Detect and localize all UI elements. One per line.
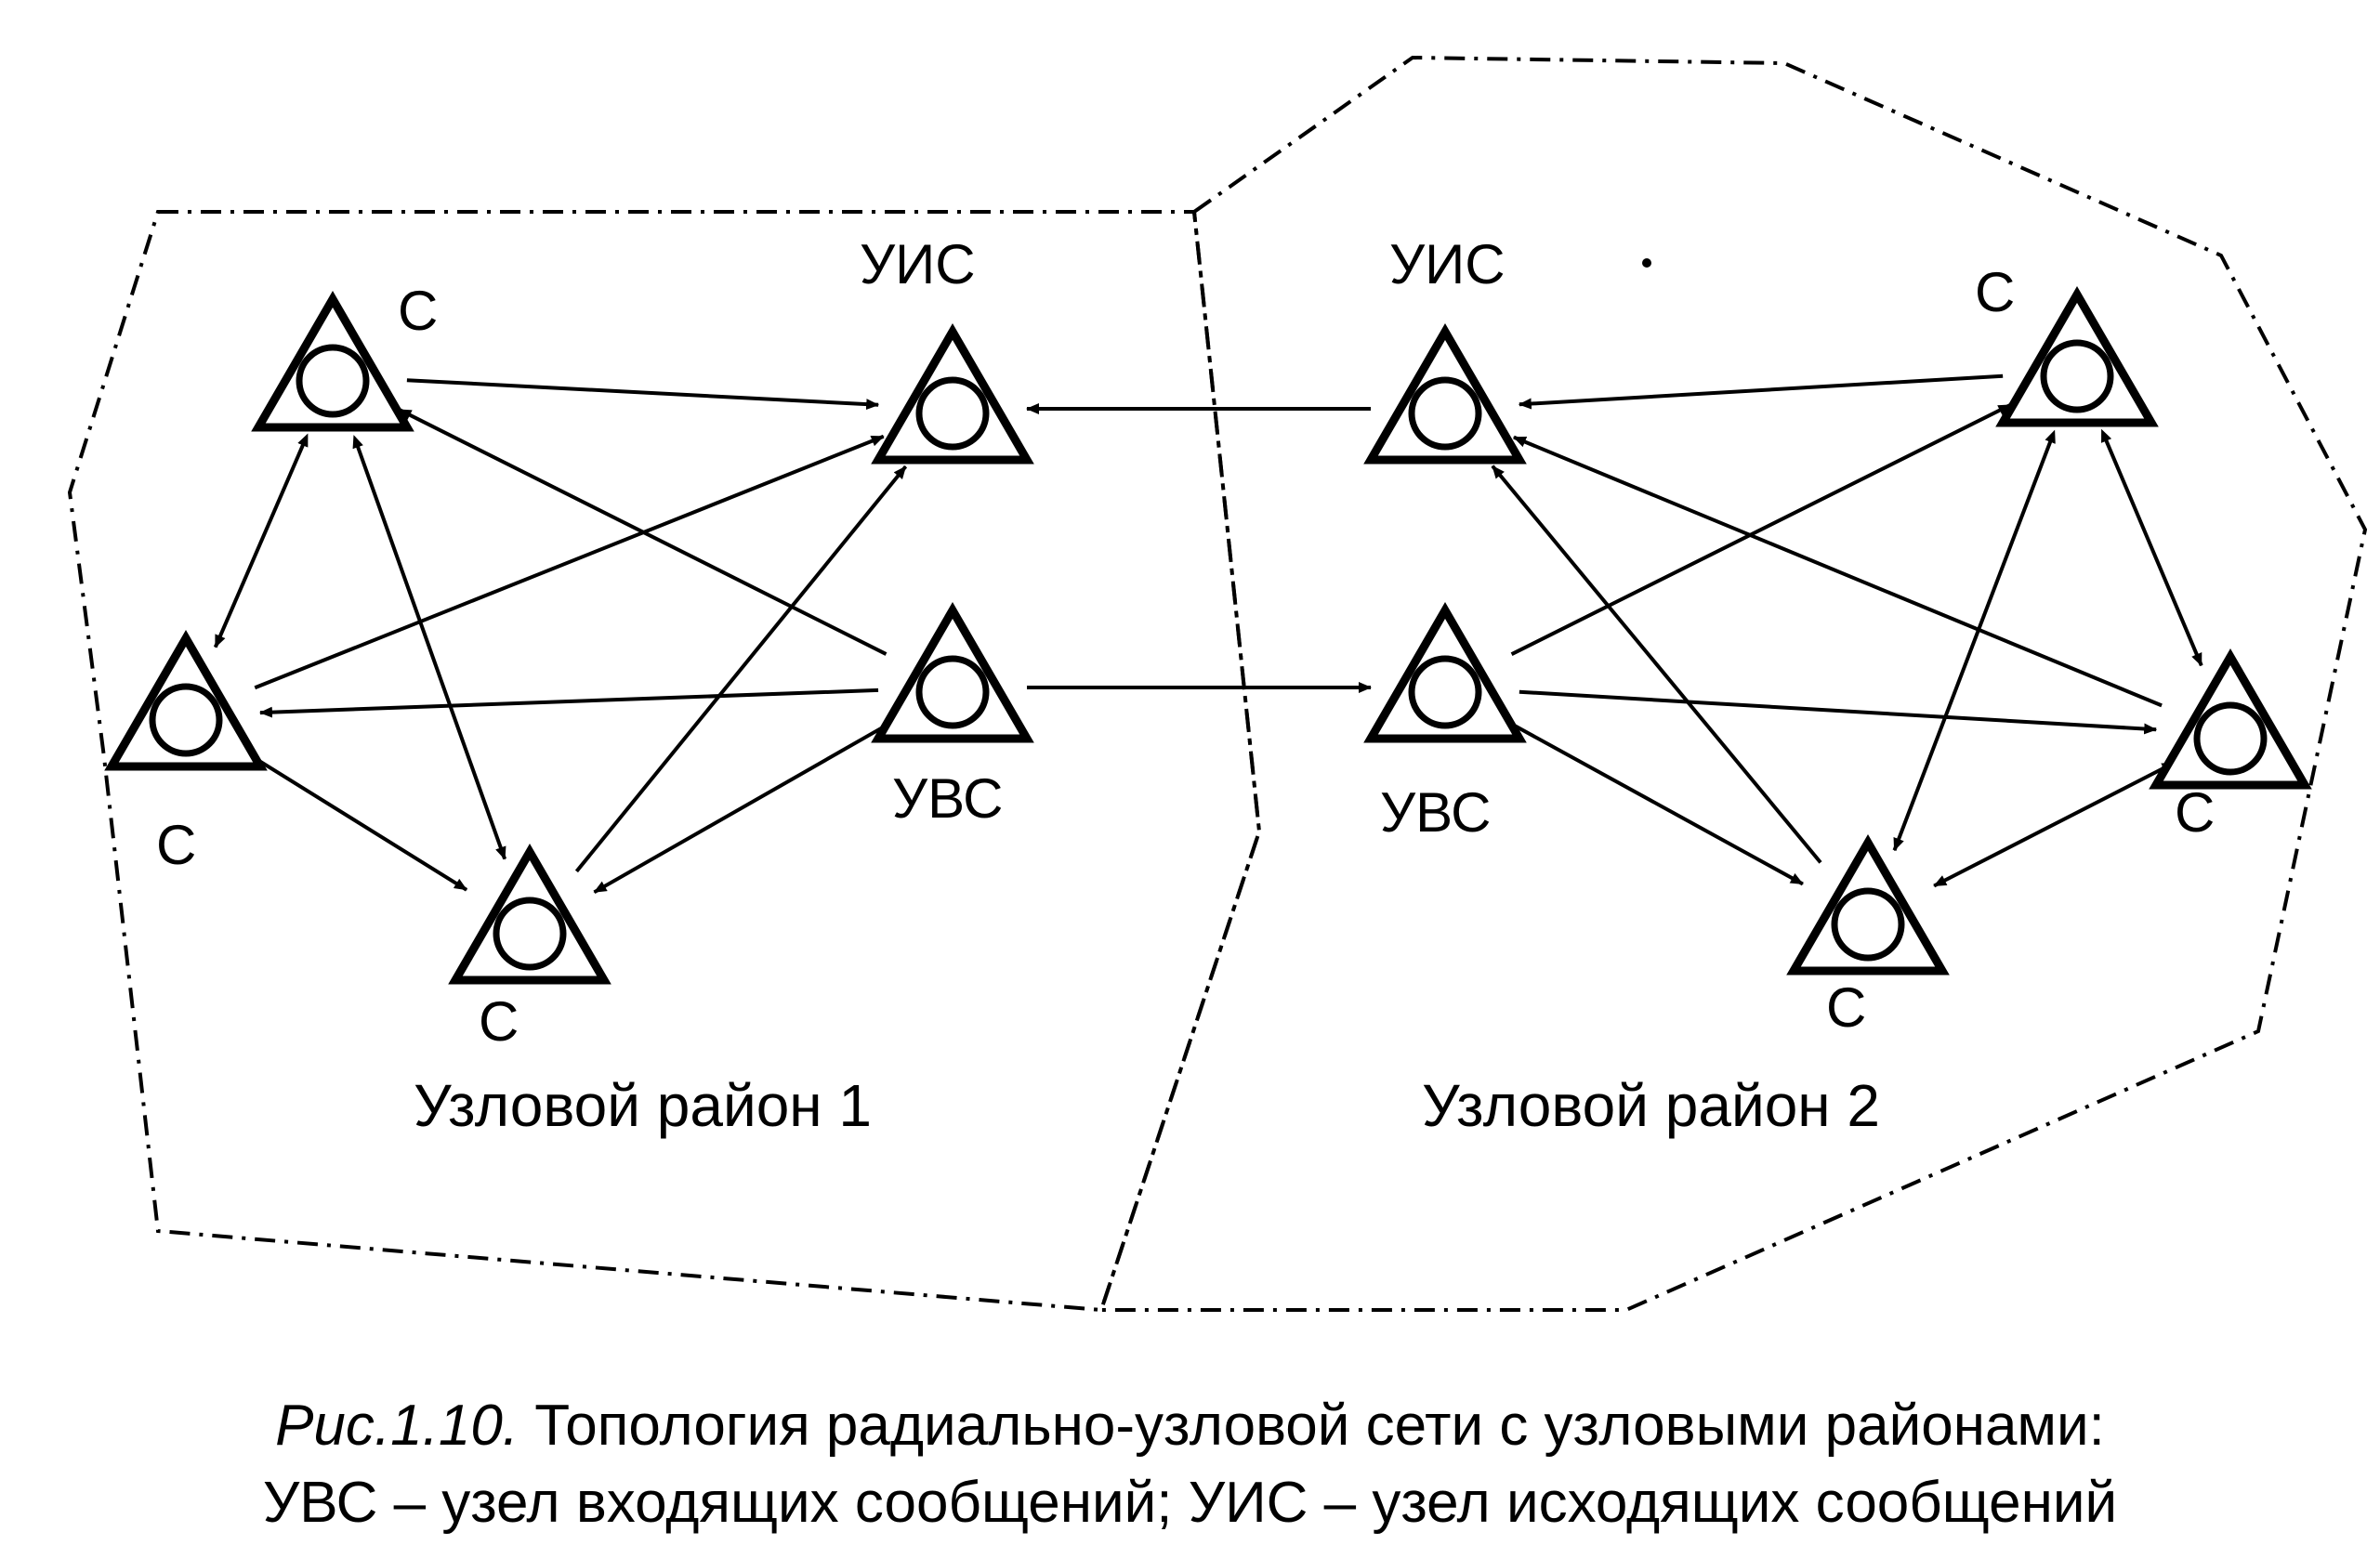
node-circle-icon bbox=[296, 344, 370, 418]
arrow-r2_c_right-to-r2_c_bottom bbox=[1933, 762, 2176, 888]
arrow-r2_c_bottom-to-r2_uis bbox=[1491, 465, 1822, 864]
node-r2-uvs bbox=[1363, 602, 1527, 743]
r1-c-left-label: С bbox=[156, 814, 196, 876]
arrow-r2_uvs-to-r2_c_bottom bbox=[1509, 721, 1804, 886]
arrow-r1_c_top-to-r1_c_bottom bbox=[352, 435, 507, 860]
node-circle-icon bbox=[493, 897, 567, 971]
arrow-r1_uvs-to-r1_c_bottom bbox=[593, 722, 889, 895]
network-topology-diagram: С УИС С УВС С УИС С УВС С С Узловой райо… bbox=[67, 55, 2368, 1313]
node-r2-c-right bbox=[2149, 648, 2312, 790]
r2-uis-label: УИС bbox=[1389, 233, 1506, 295]
arrow-r2_uvs-to-r2_c_right bbox=[1519, 689, 2158, 735]
arrow-r1_c_top-to-r1_c_left bbox=[213, 433, 309, 648]
caption-text-1: Топология радиально-узловой сети с узлов… bbox=[534, 1394, 2105, 1458]
node-circle-icon bbox=[2040, 339, 2114, 413]
region-1-label: Узловой район 1 bbox=[414, 1072, 872, 1139]
connection-arrows bbox=[213, 373, 2203, 895]
arrow-r2_uvs-to-r2_c_top bbox=[1510, 402, 2012, 657]
r2-uvs-label: УВС bbox=[1380, 781, 1491, 844]
node-r2-c-bottom bbox=[1786, 834, 1950, 975]
node-r1-c-top bbox=[251, 291, 414, 432]
node-circle-icon bbox=[1831, 887, 1905, 962]
r1-c-bottom-label: С bbox=[479, 990, 519, 1053]
node-r1-uvs bbox=[871, 602, 1034, 743]
node-circle-icon bbox=[2193, 701, 2268, 776]
node-r2-c-top bbox=[1995, 286, 2159, 427]
region-2-label: Узловой район 2 bbox=[1422, 1072, 1880, 1139]
stray-dot bbox=[1642, 258, 1651, 268]
r2-c-top-label: С bbox=[1975, 261, 2015, 323]
node-circle-icon bbox=[915, 376, 990, 451]
node-circle-icon bbox=[915, 655, 990, 729]
arrow-r2_c_top-to-r2_c_bottom bbox=[1892, 429, 2056, 852]
arrow-r1_c_left-to-r1_c_bottom bbox=[238, 748, 468, 892]
arrow-r1_c_top-to-r1_uis bbox=[406, 378, 880, 411]
r2-c-bottom-label: С bbox=[1826, 976, 1866, 1039]
network-nodes bbox=[104, 286, 2312, 985]
arrow-r2_c_top-to-r2_c_right bbox=[2101, 428, 2203, 667]
figure-caption-line-2: УВС – узел входящих сообщений; УИС – узе… bbox=[262, 1471, 2118, 1535]
r1-c-top-label: С bbox=[398, 280, 438, 342]
arrow-r2_c_top-to-r2_uis bbox=[1518, 373, 2004, 410]
arrow-r2_c_right-to-r2_uis bbox=[1512, 435, 2163, 708]
figure-reference: Рис.1.10. bbox=[275, 1394, 519, 1458]
figure-caption-line-1: Рис.1.10. Топология радиально-узловой се… bbox=[0, 1389, 2380, 1463]
r2-c-right-label: С bbox=[2175, 781, 2215, 844]
node-r2-uis bbox=[1363, 323, 1527, 465]
arrow-r1_c_bottom-to-r1_uis bbox=[574, 465, 908, 873]
node-circle-icon bbox=[149, 683, 223, 757]
region-2-boundary bbox=[1098, 55, 2368, 1312]
node-circle-icon bbox=[1408, 376, 1482, 451]
node-r1-uis bbox=[871, 323, 1034, 465]
arrow-r1_c_left-to-r1_uis bbox=[254, 434, 885, 690]
region-1-boundary bbox=[67, 210, 1262, 1313]
arrow-r1_uvs-to-r1_c_left bbox=[258, 687, 879, 718]
node-r1-c-left bbox=[104, 630, 268, 771]
r1-uvs-label: УВС bbox=[892, 767, 1003, 830]
r1-uis-label: УИС bbox=[860, 233, 976, 295]
node-circle-icon bbox=[1408, 655, 1482, 729]
node-r1-c-bottom bbox=[448, 844, 611, 985]
